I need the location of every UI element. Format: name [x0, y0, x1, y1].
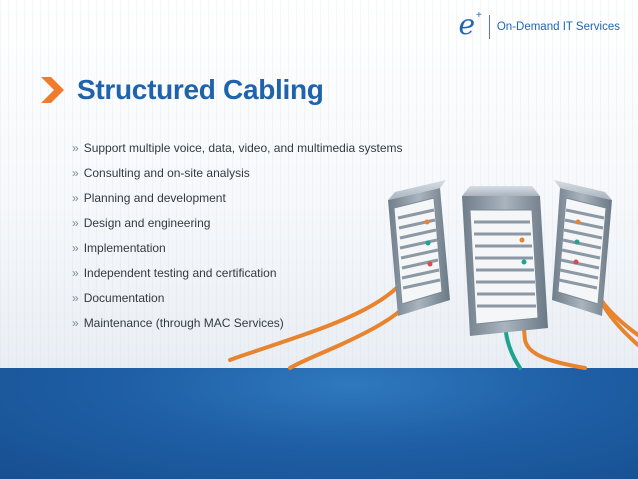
bullet-marker: » — [72, 165, 79, 180]
bullet-marker: » — [72, 315, 79, 330]
bullet-text: Planning and development — [83, 190, 226, 205]
bullet-item: » Planning and development — [72, 185, 403, 210]
page-title: Structured Cabling — [77, 74, 324, 105]
bullet-item: » Independent testing and certification — [72, 260, 403, 285]
bullet-marker: » — [72, 140, 79, 155]
bullet-marker: » — [72, 240, 79, 255]
bullet-text: Independent testing and certification — [83, 265, 277, 280]
bullet-text: Implementation — [83, 240, 166, 255]
bullet-item: » Maintenance (through MAC Services) — [72, 310, 403, 335]
bullet-text: Support multiple voice, data, video, and… — [83, 140, 403, 155]
tagline: On-Demand IT Services — [496, 21, 620, 33]
bullet-marker: » — [72, 190, 79, 205]
logo-e: e — [458, 8, 476, 41]
logo-plus: + — [476, 9, 482, 21]
bullet-item: » Documentation — [72, 285, 403, 310]
bullet-item: » Implementation — [72, 235, 403, 260]
bullet-text: Maintenance (through MAC Services) — [83, 315, 284, 330]
title-row: Structured Cabling — [37, 74, 324, 106]
logo-divider — [488, 15, 490, 39]
server-rack-icon — [388, 180, 450, 316]
bullet-text: Documentation — [83, 290, 165, 305]
server-rack-icon — [462, 186, 548, 336]
brand-header: e + On-Demand IT Services — [458, 8, 620, 41]
bullet-text: Design and engineering — [83, 215, 211, 230]
bullet-marker: » — [72, 215, 79, 230]
server-rack-icon — [552, 180, 612, 316]
blue-footer-band — [0, 368, 638, 479]
bullet-marker: » — [72, 265, 79, 280]
chevron-right-icon — [41, 77, 64, 103]
bullet-text: Consulting and on-site analysis — [83, 165, 250, 180]
bullet-marker: » — [72, 290, 79, 305]
bullet-item: » Consulting and on-site analysis — [72, 160, 403, 185]
bullet-item: » Support multiple voice, data, video, an… — [72, 135, 403, 160]
bullet-list: » Support multiple voice, data, video, an… — [72, 135, 403, 335]
bullet-item: » Design and engineering — [72, 210, 403, 235]
